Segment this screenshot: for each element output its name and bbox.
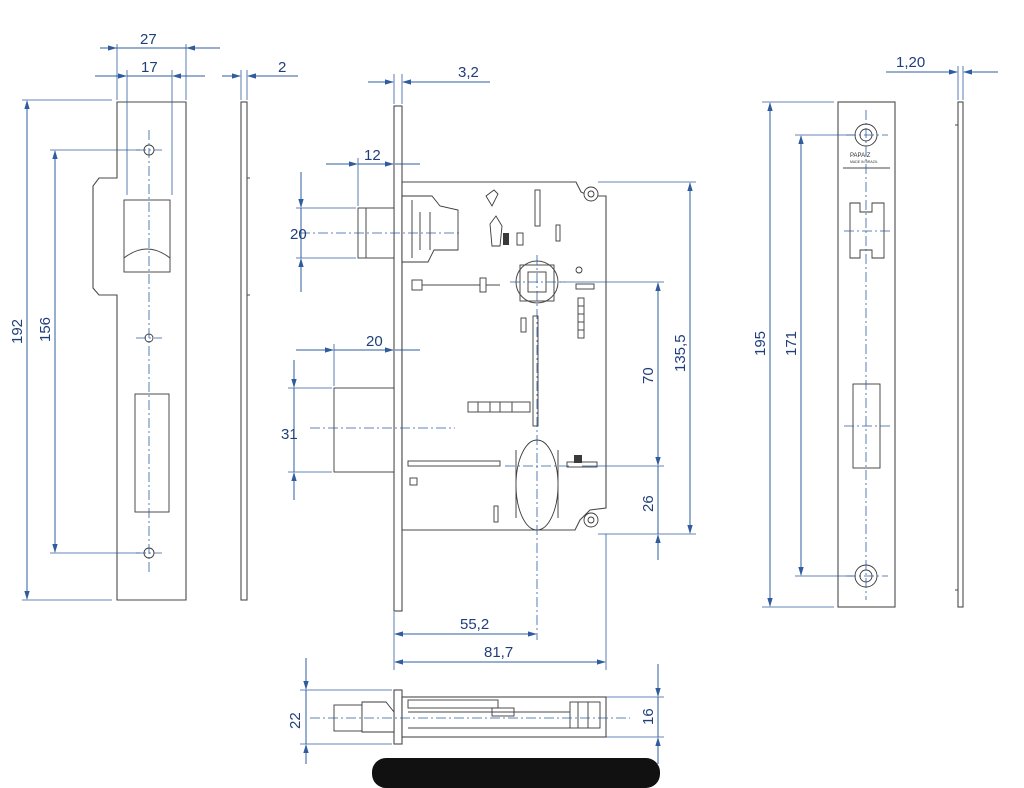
dim-bolt-projection: 20 xyxy=(366,333,383,350)
dim-cylinder-to-bottom: 26 xyxy=(640,495,657,512)
dim-faceplate-length: 192 xyxy=(9,319,26,344)
strike-plate-outline xyxy=(837,101,896,608)
faceplate-view: 27 17 192 156 xyxy=(9,31,220,601)
lock-bottom-view: 22 16 xyxy=(287,658,664,764)
dim-backset: 55,2 xyxy=(460,616,489,633)
dim-strike-length: 195 xyxy=(752,331,769,356)
dim-latch-projection: 12 xyxy=(364,147,381,164)
dim-latch-height: 20 xyxy=(290,226,307,243)
dim-faceplate-hole-spacing: 156 xyxy=(37,317,54,342)
lock-case xyxy=(401,181,607,531)
lock-body-view: 3,2 12 20 20 31 70 xyxy=(281,64,696,670)
dim-faceplate-inner: 17 xyxy=(141,59,158,76)
dim-strike-thickness: 1,20 xyxy=(896,54,925,71)
brand-made-in: MADE IN BRAZIL xyxy=(850,160,878,164)
dim-bolt-height: 31 xyxy=(281,426,298,443)
faceplate-latch-curve xyxy=(123,248,171,259)
faceplate-bolt-opening xyxy=(134,393,170,513)
dim-front-thickness: 3,2 xyxy=(458,64,479,81)
dim-faceplate-thickness: 2 xyxy=(278,59,286,76)
dim-bottom-height: 22 xyxy=(287,712,304,729)
bottom-overlay-bar xyxy=(372,758,660,788)
brand-name: PAPAIZ xyxy=(850,153,871,159)
dim-bottom-depth: 16 xyxy=(640,708,657,725)
dead-bolt xyxy=(333,387,395,473)
lock-technical-drawing: 27 17 192 156 2 xyxy=(9,31,998,764)
faceplate-latch-opening xyxy=(123,199,171,273)
faceplate-side-profile: 2 xyxy=(222,59,298,601)
dim-case-depth: 81,7 xyxy=(484,644,513,661)
dim-faceplate-width: 27 xyxy=(140,31,157,48)
strike-latch-opening xyxy=(849,202,885,259)
dim-strike-hole-spacing: 171 xyxy=(783,331,800,356)
dim-spindle-to-cylinder: 70 xyxy=(640,367,657,384)
strike-plate-view: PAPAIZ MADE IN BRAZIL 1,20 195 171 xyxy=(752,54,998,608)
front-plate xyxy=(393,105,403,612)
dim-case-height: 135,5 xyxy=(672,334,689,372)
